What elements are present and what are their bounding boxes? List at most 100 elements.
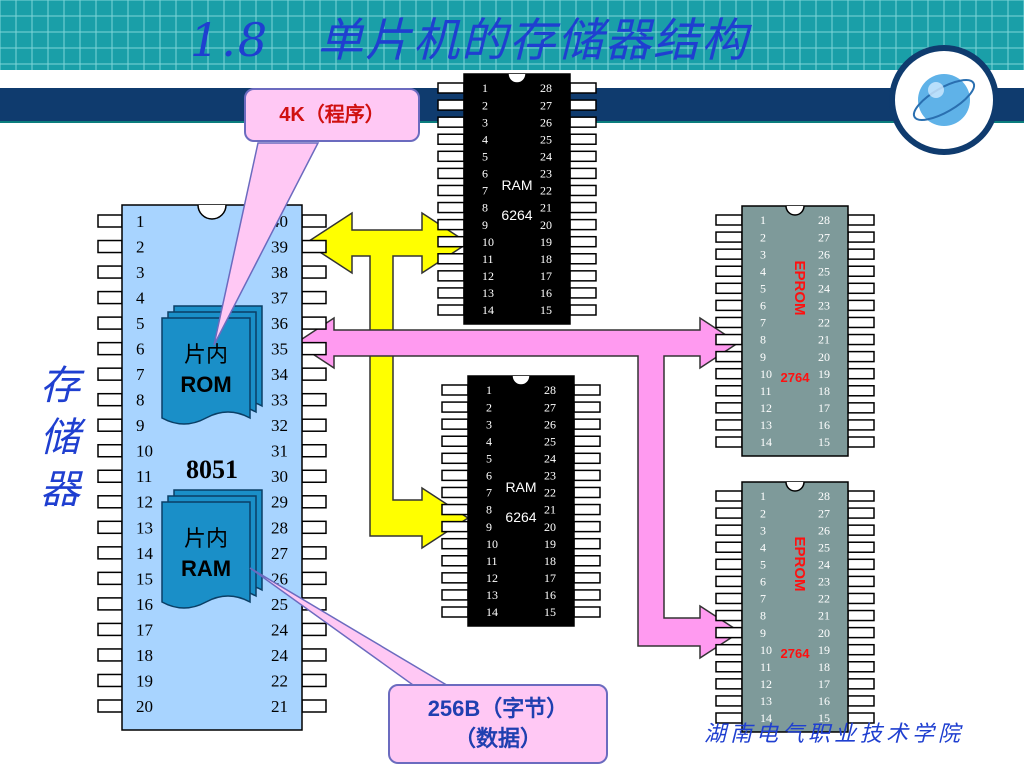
chip-pin bbox=[97, 571, 123, 586]
onchip-rom-block-label-cn: 片内 bbox=[184, 343, 228, 368]
pin-number-right: 15 bbox=[544, 605, 556, 619]
pin-number-left: 3 bbox=[760, 247, 766, 261]
pin-number-right: 22 bbox=[271, 671, 288, 690]
pin-number-left: 12 bbox=[136, 493, 153, 512]
pin-number-right: 35 bbox=[271, 340, 288, 359]
chip-pin bbox=[715, 490, 743, 502]
chip-pin bbox=[97, 239, 123, 254]
pin-number-right: 18 bbox=[544, 554, 556, 568]
chip-pin bbox=[573, 537, 601, 550]
pin-number-left: 12 bbox=[760, 677, 772, 691]
chip-pin bbox=[437, 235, 465, 248]
globe-icon bbox=[918, 74, 970, 126]
pin-number-left: 13 bbox=[760, 694, 772, 708]
chip-pin bbox=[569, 116, 597, 128]
onchip-rom-block-label-en: ROM bbox=[180, 372, 231, 397]
chip-pin bbox=[301, 239, 327, 254]
rom-size-text: 4K（程序） bbox=[279, 104, 385, 126]
chip-pin bbox=[301, 495, 327, 509]
chip-pin bbox=[847, 385, 875, 397]
chip-pin bbox=[847, 575, 875, 588]
chip-pin bbox=[97, 648, 123, 662]
pin-number-right: 22 bbox=[818, 316, 830, 330]
chip-pin bbox=[97, 673, 123, 688]
pin-number-right: 39 bbox=[271, 237, 288, 256]
chip-body bbox=[741, 481, 849, 733]
pin-number-left: 15 bbox=[136, 569, 153, 588]
pin-number-left: 1 bbox=[760, 213, 766, 227]
pin-number-left: 11 bbox=[760, 660, 772, 674]
chip-pin bbox=[441, 486, 469, 499]
pin-number-left: 18 bbox=[136, 646, 153, 665]
pin-number-left: 9 bbox=[136, 416, 145, 435]
pin-number-right: 28 bbox=[540, 81, 552, 95]
page-title: 1.8 单片机的存储器结构 bbox=[190, 13, 750, 67]
chip-pin bbox=[573, 486, 601, 499]
pin-number-right: 20 bbox=[544, 520, 556, 534]
pin-number-right: 18 bbox=[818, 384, 830, 398]
chip-pin bbox=[573, 418, 601, 430]
pin-number-right: 21 bbox=[818, 609, 830, 623]
pin-number-left: 9 bbox=[760, 626, 766, 640]
pin-number-right: 16 bbox=[540, 286, 552, 300]
pin-number-right: 16 bbox=[818, 418, 830, 432]
pin-number-right: 27 bbox=[818, 230, 830, 244]
chip-pin bbox=[97, 367, 123, 381]
eprom-part-label: 2764 bbox=[781, 370, 811, 385]
pin-number-right: 20 bbox=[818, 626, 830, 640]
chip-pin bbox=[847, 282, 875, 295]
chip-pin bbox=[301, 367, 327, 381]
pin-number-left: 5 bbox=[760, 558, 766, 572]
pin-number-right: 15 bbox=[818, 711, 830, 725]
chip-pin bbox=[715, 282, 743, 295]
pin-number-right: 22 bbox=[818, 592, 830, 606]
pin-number-right: 28 bbox=[818, 489, 830, 503]
pin-number-left: 12 bbox=[482, 269, 494, 283]
pin-number-left: 1 bbox=[486, 383, 492, 397]
chip-pin bbox=[715, 592, 743, 605]
ram-size-callout: 256B（字节） （数据） bbox=[388, 684, 608, 764]
pin-number-left: 14 bbox=[486, 605, 498, 619]
chip-pin bbox=[97, 443, 123, 458]
chip-pin bbox=[847, 643, 875, 656]
chip-pin bbox=[301, 520, 327, 535]
pin-number-right: 25 bbox=[818, 540, 830, 554]
chip-pin bbox=[437, 270, 465, 282]
chip-pin bbox=[573, 589, 601, 601]
pin-number-right: 23 bbox=[818, 299, 830, 313]
ram-part-label: 6264 bbox=[501, 207, 532, 223]
chip-body bbox=[741, 205, 849, 457]
pin-number-right: 26 bbox=[818, 247, 830, 261]
chip-pin bbox=[715, 575, 743, 588]
chip-pin bbox=[847, 695, 875, 707]
pin-number-right: 21 bbox=[540, 201, 552, 215]
pin-number-left: 4 bbox=[136, 289, 145, 308]
pin-number-left: 7 bbox=[482, 184, 488, 198]
side-label-char: 储 bbox=[40, 415, 80, 461]
pin-number-right: 24 bbox=[271, 646, 289, 665]
pin-number-left: 3 bbox=[136, 263, 145, 282]
pin-number-left: 17 bbox=[136, 620, 154, 639]
pin-number-right: 22 bbox=[544, 486, 556, 500]
ram-type-label: RAM bbox=[501, 177, 532, 193]
chip-pin bbox=[437, 150, 465, 163]
pin-number-right: 18 bbox=[818, 660, 830, 674]
chip-pin bbox=[847, 350, 875, 363]
chip-pin bbox=[715, 626, 743, 639]
pin-number-left: 12 bbox=[486, 571, 498, 585]
chip-pin bbox=[97, 316, 123, 330]
chip-pin bbox=[441, 418, 469, 430]
pin-number-left: 7 bbox=[760, 316, 766, 330]
pin-number-left: 13 bbox=[136, 518, 153, 537]
chip-pin bbox=[301, 546, 327, 560]
pin-number-right: 32 bbox=[271, 416, 288, 435]
chip-pin bbox=[847, 626, 875, 639]
pin-number-left: 1 bbox=[482, 81, 488, 95]
pin-number-left: 7 bbox=[486, 486, 492, 500]
pin-number-right: 24 bbox=[544, 452, 556, 466]
chip-pin bbox=[715, 609, 743, 622]
pin-number-right: 25 bbox=[544, 434, 556, 448]
pin-number-left: 3 bbox=[760, 523, 766, 537]
chip-pin bbox=[441, 572, 469, 584]
chip-pin bbox=[715, 214, 743, 226]
